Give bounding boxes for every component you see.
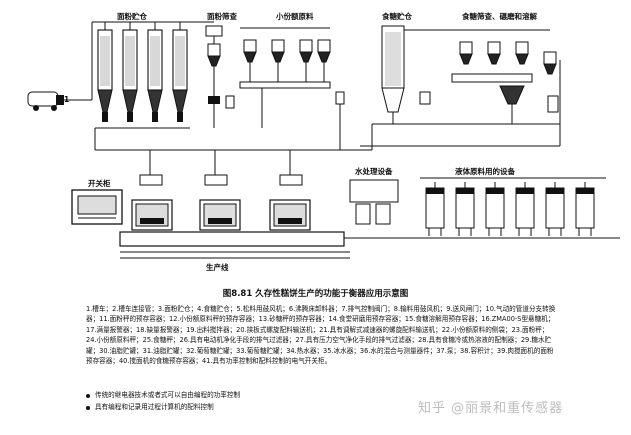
mixers bbox=[119, 150, 350, 259]
water-treatment-unit bbox=[344, 179, 620, 239]
flour-silos bbox=[92, 21, 372, 151]
watermark: 知乎 @丽景和重传感器 bbox=[418, 401, 564, 416]
legend-text: 1.槽车；2.槽车连接管；3.面粉贮仓；4.食糖贮仓；5.松料用鼓风机；6.沸腾… bbox=[86, 305, 556, 366]
bullet-item: 传统的继电器技术或者式可以自由编程的功率控制 bbox=[86, 390, 416, 402]
label-minor-ingredients: 小份额原料 bbox=[276, 11, 314, 21]
bullet-item: 具有编程和记录用过程计算机的配料控制 bbox=[86, 402, 416, 414]
process-diagram: 面粉贮仓 面粉筛查 小份额原料 食糖贮仓 食糖筛查、碾磨和溶解 开关柜 水处理设… bbox=[27, 11, 620, 272]
label-flour-sifting: 面粉筛查 bbox=[207, 11, 237, 21]
minor-ingredient-hoppers bbox=[239, 27, 345, 150]
label-liquid-ingredients: 液体原料用的设备 bbox=[455, 166, 515, 176]
tanker-truck: 1 bbox=[27, 22, 93, 111]
label-flour-silo: 面粉贮仓 bbox=[117, 11, 147, 21]
sugar-silo bbox=[371, 25, 440, 150]
control-cabinet bbox=[71, 189, 123, 225]
label-sugar-process: 食糖筛查、碾磨和溶解 bbox=[462, 11, 537, 21]
bullet-list: 传统的继电器技术或者式可以自由编程的功率控制 具有编程和记录用过程计算机的配料控… bbox=[86, 390, 416, 413]
flour-sifting-unit bbox=[190, 21, 235, 128]
label-water-treatment: 水处理设备 bbox=[355, 166, 393, 176]
label-control-cabinet: 开关柜 bbox=[88, 178, 111, 188]
label-production-line: 生产线 bbox=[206, 262, 229, 272]
label-sugar-silo: 食糖贮仓 bbox=[382, 11, 412, 21]
sugar-processing-unit bbox=[360, 29, 561, 147]
figure-caption: 图8.81 久存性糕饼生产的功能于衡器应用示意图 bbox=[222, 289, 409, 299]
liquid-tanks bbox=[420, 177, 606, 237]
